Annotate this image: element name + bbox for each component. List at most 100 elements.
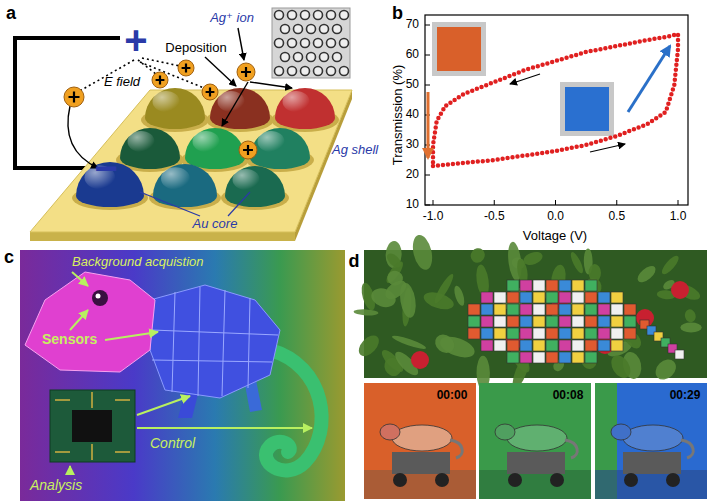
silver-ion (241, 67, 251, 77)
chart-frame (425, 15, 688, 205)
leader-line (140, 192, 250, 216)
direction-arrow (510, 74, 540, 84)
photo-foliage (546, 352, 558, 363)
photo-foliage (572, 280, 584, 291)
inset-micrograph (275, 11, 284, 20)
signal-arrow (105, 332, 158, 340)
callout-label: Analysis (30, 478, 82, 493)
inset-micrograph (327, 67, 336, 76)
photo-foliage (353, 233, 707, 391)
photo-foliage (481, 304, 493, 315)
signal-arrow (137, 427, 312, 429)
inset-micrograph (320, 53, 329, 62)
axis-tick (616, 200, 617, 205)
photo-foliage (481, 340, 493, 351)
deposition-arrow (68, 106, 98, 168)
photo-foliage (355, 332, 383, 360)
photo-foliage (611, 340, 623, 351)
photo-foliage (671, 281, 689, 299)
chart-frame (425, 15, 688, 205)
silver-ion (64, 87, 84, 107)
silver-ion (239, 141, 257, 159)
axis-tick-label: 50 (406, 78, 419, 91)
photo-foliage (520, 304, 532, 315)
photo-foliage (520, 352, 532, 363)
photo-foliage (585, 352, 597, 363)
axis-tick-label: 40 (406, 108, 419, 121)
photo-foliage (364, 250, 707, 378)
photo-foliage (559, 280, 571, 291)
axis-tick (555, 200, 556, 205)
robot-photo (550, 473, 564, 487)
photo-foliage (494, 292, 506, 303)
photo-foliage (533, 304, 545, 315)
axis-tick (425, 175, 430, 176)
inset-photo (560, 82, 614, 136)
robot-photo (393, 473, 407, 487)
inset-micrograph (272, 8, 350, 78)
deposition-arrow (250, 82, 292, 88)
robot-photo (623, 425, 683, 451)
photo-foliage (546, 292, 558, 303)
ion-label: Ag⁺ ion (210, 11, 254, 25)
inset-micrograph (333, 53, 342, 62)
direction-arrow (428, 46, 670, 158)
photo-foliage (353, 309, 378, 316)
robot-photo (508, 473, 522, 487)
inset-micrograph (301, 39, 310, 48)
robot-photo (595, 383, 707, 499)
robot-photo (565, 440, 577, 458)
photo-foliage (572, 328, 584, 339)
deposition-arrow (205, 57, 236, 86)
robot-photo (666, 473, 680, 487)
signal-arrow (72, 272, 88, 286)
photo-foliage (533, 316, 545, 327)
inset-micrograph (281, 25, 290, 34)
photo-foliage (680, 323, 701, 333)
robot-photo (624, 473, 638, 487)
axis-tick-label: 30 (406, 138, 419, 151)
chameleon-model (152, 287, 278, 396)
photo-foliage (675, 350, 684, 359)
chameleon-model (92, 290, 108, 306)
callout-label: Control (150, 436, 195, 451)
leader-line (228, 192, 250, 216)
photo-foliage (546, 280, 558, 291)
photo-foliage (507, 292, 519, 303)
photo-foliage (611, 304, 623, 315)
axis-tick-label: 0.5 (608, 210, 625, 223)
photo-foliage (598, 340, 610, 351)
leader-line (140, 192, 200, 216)
silver-ion (156, 76, 165, 85)
polarity-sign: − (94, 146, 117, 190)
inset-micrograph (314, 11, 323, 20)
photo-foliage (585, 292, 597, 303)
nanodome (185, 128, 245, 169)
robot-photo (479, 470, 591, 499)
photo-foliage (382, 277, 410, 303)
photo-foliage (411, 351, 429, 369)
photo-foliage (432, 272, 456, 305)
inset-micrograph (307, 53, 316, 62)
hysteresis-curve (433, 34, 678, 166)
part-label: Au core (193, 217, 238, 231)
process-label: Deposition (165, 41, 226, 55)
inset-micrograph (281, 53, 290, 62)
silver-ion (182, 64, 191, 73)
robot-photo (495, 424, 515, 440)
photo-foliage (546, 328, 558, 339)
inset-micrograph (288, 67, 297, 76)
robot-photo (595, 470, 707, 499)
robot-photo (435, 473, 449, 487)
photo-foliage (598, 316, 610, 327)
inset-micrograph (275, 39, 284, 48)
inset-micrograph (294, 53, 303, 62)
field-line (142, 58, 180, 66)
chameleon-model (25, 272, 155, 372)
axis-tick-label: 60 (406, 48, 419, 61)
robot-photo (392, 425, 452, 451)
photo-foliage (652, 355, 680, 383)
photo-foliage (468, 245, 488, 265)
callout-label: Sensors (42, 332, 97, 347)
robot-photo (507, 425, 567, 451)
